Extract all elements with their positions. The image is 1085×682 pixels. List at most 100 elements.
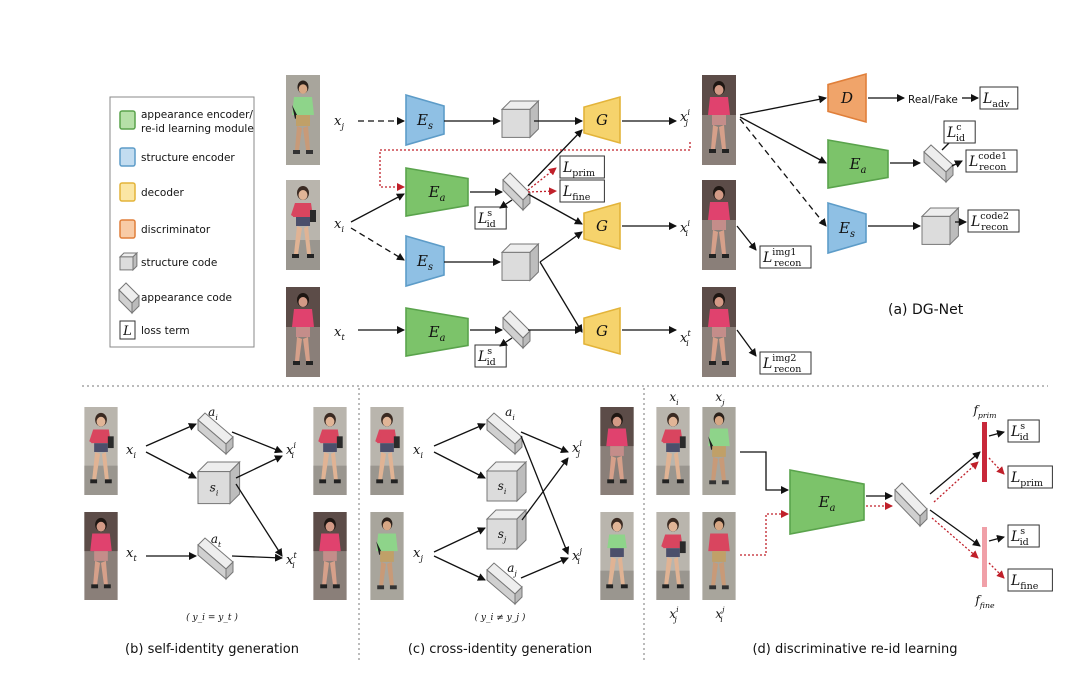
legend-loss-symbol: L	[122, 324, 132, 339]
b-arrow-si-outt	[235, 483, 283, 557]
input-xj-image	[286, 75, 320, 165]
b-xt-label: xt	[126, 546, 137, 563]
c-caption: (c) cross-identity generation	[408, 642, 592, 657]
b-arrow-si-out	[235, 455, 283, 479]
c-xij-image	[600, 512, 634, 600]
c-xji-image	[600, 407, 634, 495]
ea-bot-encoder-label: Ea	[428, 323, 446, 344]
legend-item-appearance: appearance encoder/re-id learning module	[119, 109, 254, 135]
d-ffine-label: ffine	[974, 593, 995, 610]
g-mid-decoder-label: G	[596, 217, 608, 235]
c-si-code: si	[485, 460, 528, 503]
ea-right-encoder-label: Ea	[849, 155, 867, 176]
ea-bot-encoder: Ea	[405, 307, 469, 357]
b-si-code-label: si	[210, 481, 219, 498]
loss-adv: Ladv	[979, 86, 1019, 110]
d-loss-prim: Lprim	[1007, 465, 1053, 489]
structure-code-mid	[500, 242, 540, 282]
d-ea-encoder-label: Ea	[818, 493, 836, 514]
real-fake-label: Real/Fake	[908, 94, 958, 106]
red-arrow-prim	[527, 167, 557, 191]
c-aj-label: aj	[507, 561, 517, 578]
legend-item-appearance_code: appearance code	[118, 282, 232, 315]
loss-adv-text: Ladv	[982, 91, 1010, 110]
legend-cube-icon	[118, 251, 139, 272]
c-arrow-ai-out	[520, 431, 569, 453]
legend-item-label: re-id learning module	[141, 123, 254, 135]
g-bot-decoder-label: G	[596, 322, 608, 340]
d-xi-label: xi	[669, 390, 679, 407]
legend-item-label: appearance code	[141, 292, 232, 304]
d-arrow-ffine-lid	[988, 534, 1005, 543]
arrow-code-gmid	[527, 193, 583, 225]
d-arrow-code-fprim-red	[933, 461, 979, 503]
structure-code-right	[920, 206, 960, 246]
legend: appearance encoder/re-id learning module…	[109, 96, 255, 348]
legend-item-decoder: decoder	[119, 182, 184, 202]
c-constraint: ( y_i ≠ y_j )	[475, 612, 526, 623]
b-xii-image	[313, 407, 347, 495]
arrow-code-gmid2	[539, 231, 583, 263]
d-arrow-real-ea	[740, 451, 789, 494]
discriminator-d-label: D	[840, 89, 853, 107]
es-mid-encoder-label: Es	[416, 252, 433, 273]
b-si-code: si	[196, 460, 241, 505]
arrow-out-es	[739, 118, 827, 227]
g-top-decoder-label: G	[596, 111, 608, 129]
arrow-code-gbot	[539, 261, 583, 333]
caption-dg-net: (a) DG-Net	[888, 302, 964, 318]
d-arrow-fprim-lprim	[988, 457, 1005, 475]
es-right-encoder-label: Es	[838, 219, 855, 240]
legend-item-label: loss term	[141, 325, 190, 337]
c-arrow-sj-out	[521, 457, 569, 521]
appearance-code-bot	[502, 310, 531, 350]
structure-code-top	[500, 99, 540, 139]
output-xji-image	[702, 75, 736, 165]
c-xi-image	[370, 407, 404, 495]
d-arrow-gen-ea	[740, 510, 789, 556]
b-xi-label: xi	[126, 443, 136, 460]
es-right-encoder: Es	[827, 201, 867, 255]
output-xii-image	[702, 180, 736, 270]
d-loss-prim-text: Lprim	[1010, 470, 1043, 489]
arrow-code-recon1	[951, 160, 963, 168]
b-arrow-at-out	[231, 553, 283, 562]
d-arrow-code-ffine	[929, 509, 981, 547]
arrow-code-lid	[499, 199, 513, 209]
arrow-out-d	[739, 95, 827, 116]
b-arrow-ai-out	[231, 431, 283, 454]
c-aj-code	[486, 562, 523, 606]
loss-prim-text: Lprim	[562, 160, 595, 179]
c-xj-label: xj	[413, 546, 423, 563]
legend-item-structure_code: structure code	[118, 251, 217, 272]
b-ai-code	[197, 412, 234, 456]
c-ai-label: ai	[505, 405, 515, 422]
b-xi-image	[84, 407, 118, 495]
b-ai-label: ai	[208, 405, 218, 422]
b-caption: (b) self-identity generation	[125, 642, 299, 657]
xj-label: xj	[334, 114, 344, 131]
b-arrow-xi-ai	[145, 423, 197, 447]
c-arrow-xi-ai	[433, 423, 486, 447]
xt-label: xt	[334, 325, 345, 342]
c-ai-code	[486, 412, 523, 456]
b-at-code	[197, 537, 234, 581]
g-bot-decoder: G	[583, 306, 621, 356]
c-xj-image	[370, 512, 404, 600]
